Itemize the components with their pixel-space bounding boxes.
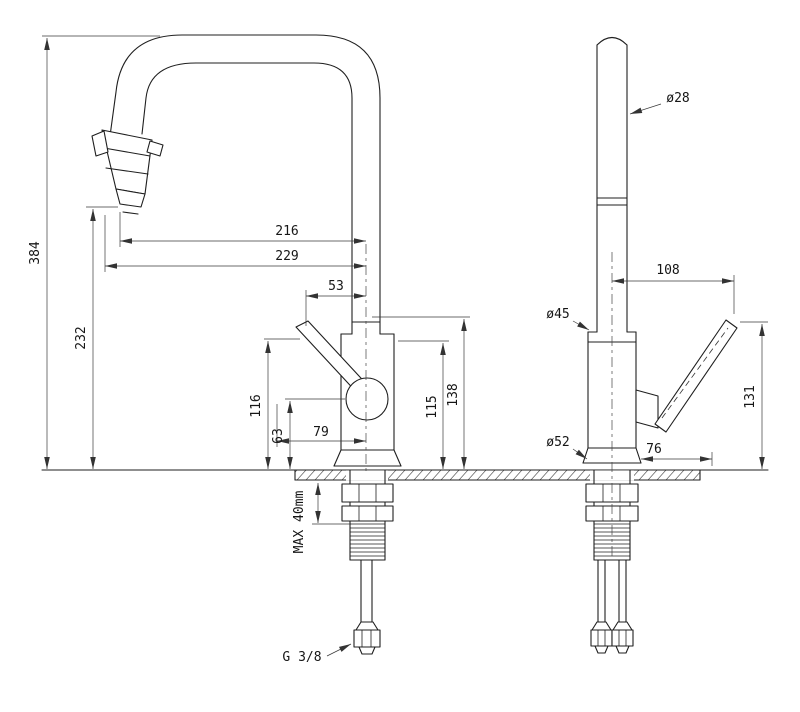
handle-ball-joint [345, 377, 389, 421]
handle-lever-front [654, 319, 738, 433]
dim-label-229: 229 [275, 249, 298, 264]
mounting-nut [341, 483, 394, 503]
diameter-label-45: ø45 [546, 307, 569, 322]
dim-label-116: 116 [249, 394, 264, 417]
countertop [41, 469, 769, 481]
dimension-lines [42, 35, 768, 657]
spout-drop-inner [141, 62, 197, 135]
diameter-label-52: ø52 [546, 435, 569, 450]
dim-label-108: 108 [656, 263, 679, 278]
countertop-hatch [295, 470, 700, 480]
dim-label-63: 63 [271, 428, 286, 444]
spout-inner [195, 62, 353, 335]
spray-head [91, 129, 164, 215]
dim-label-115: 115 [425, 395, 440, 418]
diameter-label-28: ø28 [666, 91, 689, 106]
spout-cap [596, 36, 628, 46]
handle-hub [635, 389, 659, 429]
faucet-side-view [91, 34, 402, 655]
spray-nozzle [115, 188, 146, 208]
dim-label-131: 131 [743, 385, 758, 408]
spout-outer [181, 34, 381, 335]
hose-connector-1 [590, 629, 613, 647]
dim-label-232: 232 [74, 326, 89, 349]
dim-label-53: 53 [328, 279, 344, 294]
thread-size-label: G 3/8 [282, 650, 321, 665]
lock-washer [341, 505, 394, 522]
faucet-body-front [582, 319, 738, 464]
hose-connector-2 [611, 629, 634, 647]
dim-label-384: 384 [28, 241, 43, 265]
dimension-labels: 384 232 216 229 53 116 63 79 115 138 MAX… [28, 91, 758, 665]
dim-label-76: 76 [646, 442, 662, 457]
dim-label-79: 79 [313, 425, 329, 440]
hose-connector [353, 629, 381, 648]
spout-drop-outer [109, 34, 183, 137]
max-thickness-label: MAX 40mm [292, 491, 307, 554]
dim-label-138: 138 [446, 383, 461, 406]
faucet-front-view [582, 36, 738, 654]
shank-left [341, 469, 394, 655]
dim-label-216: 216 [275, 224, 298, 239]
spray-clip [91, 130, 109, 157]
faucet-body-side [295, 320, 402, 467]
